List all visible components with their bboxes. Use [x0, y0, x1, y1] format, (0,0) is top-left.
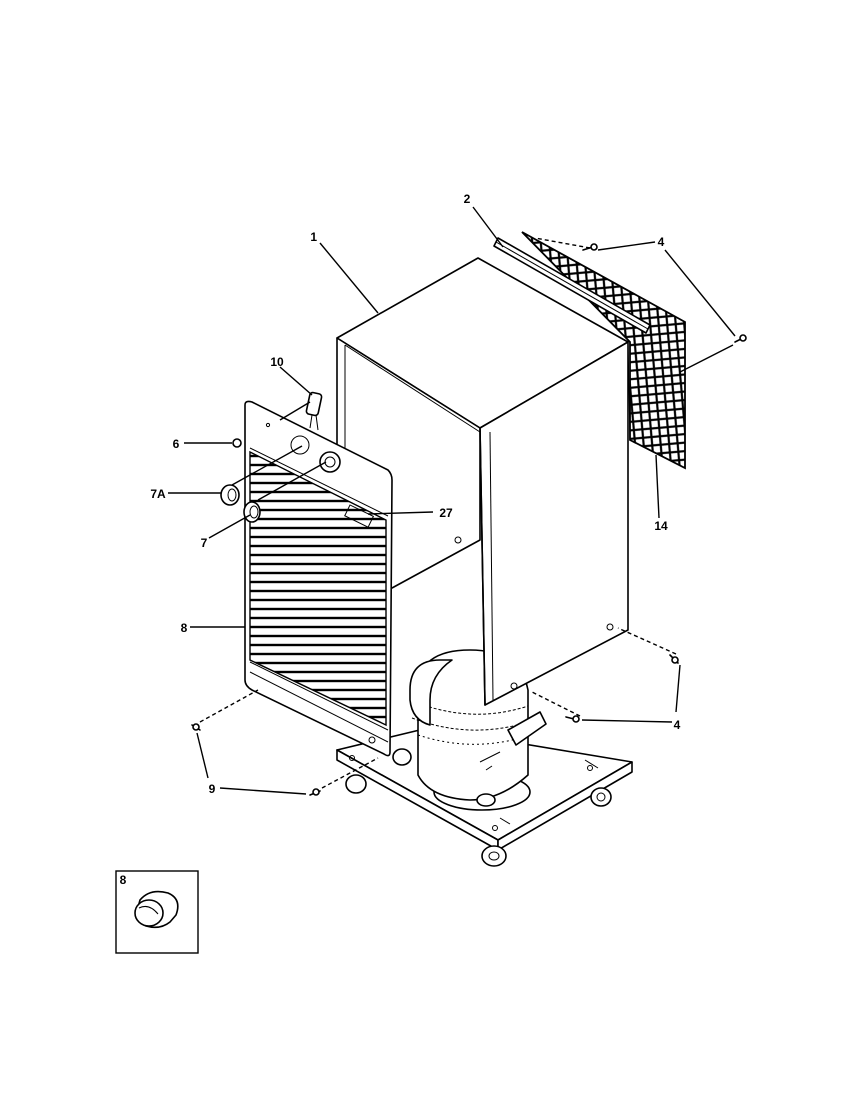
- callout-7a: 7A: [150, 487, 166, 501]
- callout-9: 9: [209, 782, 216, 796]
- power-cord-plug: [305, 391, 323, 431]
- knob-7: [243, 501, 261, 523]
- front-panel: [244, 400, 393, 757]
- callout-2: 2: [464, 192, 471, 206]
- leader-lines: [168, 206, 736, 795]
- inset-label: 8: [120, 873, 127, 887]
- callout-7: 7: [201, 536, 208, 550]
- callout-27: 27: [439, 506, 453, 520]
- inset-detail-box: [115, 870, 199, 954]
- callout-8: 8: [181, 621, 188, 635]
- caster-wheels: [345, 748, 612, 867]
- callout-4-bottom: 4: [674, 718, 681, 732]
- rear-filter-screen: [521, 231, 686, 470]
- knob-7a: [220, 484, 240, 506]
- callout-6: 6: [173, 437, 180, 451]
- callout-14: 14: [654, 519, 668, 533]
- filter-rail: [493, 237, 651, 334]
- screws: [191, 243, 747, 796]
- callout-4-top: 4: [658, 235, 665, 249]
- callout-10: 10: [270, 355, 284, 369]
- plug-button-6: [232, 438, 242, 448]
- callout-1: 1: [310, 230, 317, 244]
